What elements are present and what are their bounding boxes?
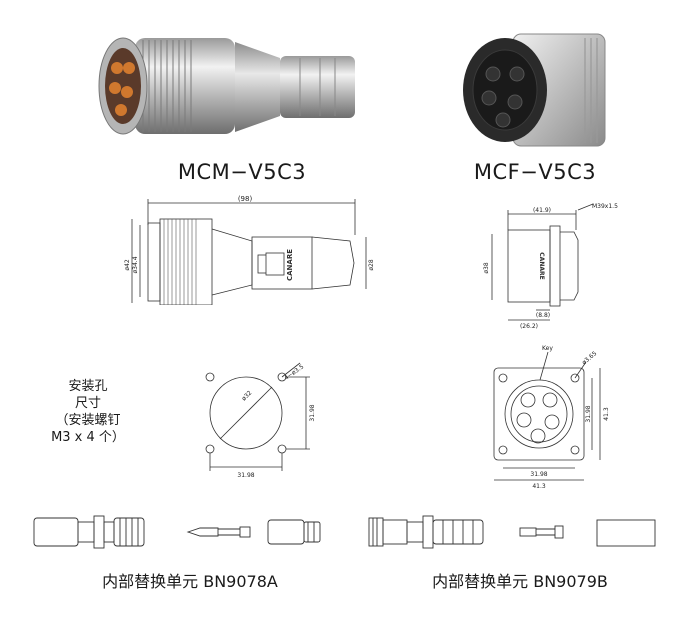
mcm-connector-photo: [98, 37, 355, 135]
mounting-note-line2: 尺寸: [74, 396, 101, 411]
mcm-brand-mark: CANARE: [286, 249, 294, 281]
mcf-side-drawing: (41.9) M39x1.5 ø38 (8.8) (26.2) CANARE: [483, 203, 618, 330]
mounting-note-line1: 安装孔: [68, 379, 108, 394]
mcm-length-dim: (98): [238, 195, 253, 203]
bn9078a-caption: 内部替换单元 BN9078A: [102, 572, 278, 591]
bn9078a-parts: [33, 515, 321, 549]
mcf-length-dim: (41.9): [533, 207, 551, 214]
mounting-note: 安装孔 尺寸 （安装螺钉 M3 x 4 个）: [28, 378, 148, 446]
panel-spacing-v: 31.98: [309, 404, 316, 421]
right-model-label: MCF−V5C3: [473, 160, 597, 184]
front-height: 41.3: [603, 407, 610, 421]
mounting-note-line3: （安装螺钉: [55, 413, 121, 428]
panel-cutout-drawing: 4−ø3.5 ø32 31.98 31.98: [205, 362, 316, 479]
mounting-note-line4: M3 x 4 个）: [51, 430, 125, 445]
front-spacing-h: 31.98: [530, 471, 547, 478]
panel-circle-dim: ø32: [240, 389, 253, 402]
mcm-dia-28: ø28: [368, 259, 375, 270]
mcf-dia-38: ø38: [483, 262, 490, 273]
front-width: 41.3: [532, 483, 546, 490]
panel-hole-dim: 4−ø3.5: [283, 363, 305, 381]
mcm-side-drawing: (98) ø42 ø34.4 ø28 CANARE: [124, 195, 375, 305]
front-hole-dim: ø3.65: [581, 350, 599, 366]
bn9079b-caption: 内部替换单元 BN9079B: [432, 572, 608, 591]
mcf-connector-photo: [463, 33, 606, 147]
key-label: Key: [542, 345, 553, 352]
mcf-front-drawing: Key ø3.65 31.98 41.3 31.98 41.3: [493, 345, 610, 490]
mcm-dia-42: ø42: [124, 259, 131, 270]
panel-spacing-h: 31.98: [237, 472, 254, 479]
left-model-label: MCM−V5C3: [177, 160, 307, 184]
bn9079b-parts: [368, 515, 656, 549]
mcm-dia-34: ø34.4: [132, 256, 139, 273]
mcf-thread-dim: M39x1.5: [592, 203, 618, 210]
mcf-offset-26: (26.2): [520, 323, 538, 330]
front-spacing-v: 31.98: [585, 405, 592, 422]
mcf-offset-8: (8.8): [536, 312, 550, 319]
mcf-brand-mark: CANARE: [538, 252, 545, 279]
